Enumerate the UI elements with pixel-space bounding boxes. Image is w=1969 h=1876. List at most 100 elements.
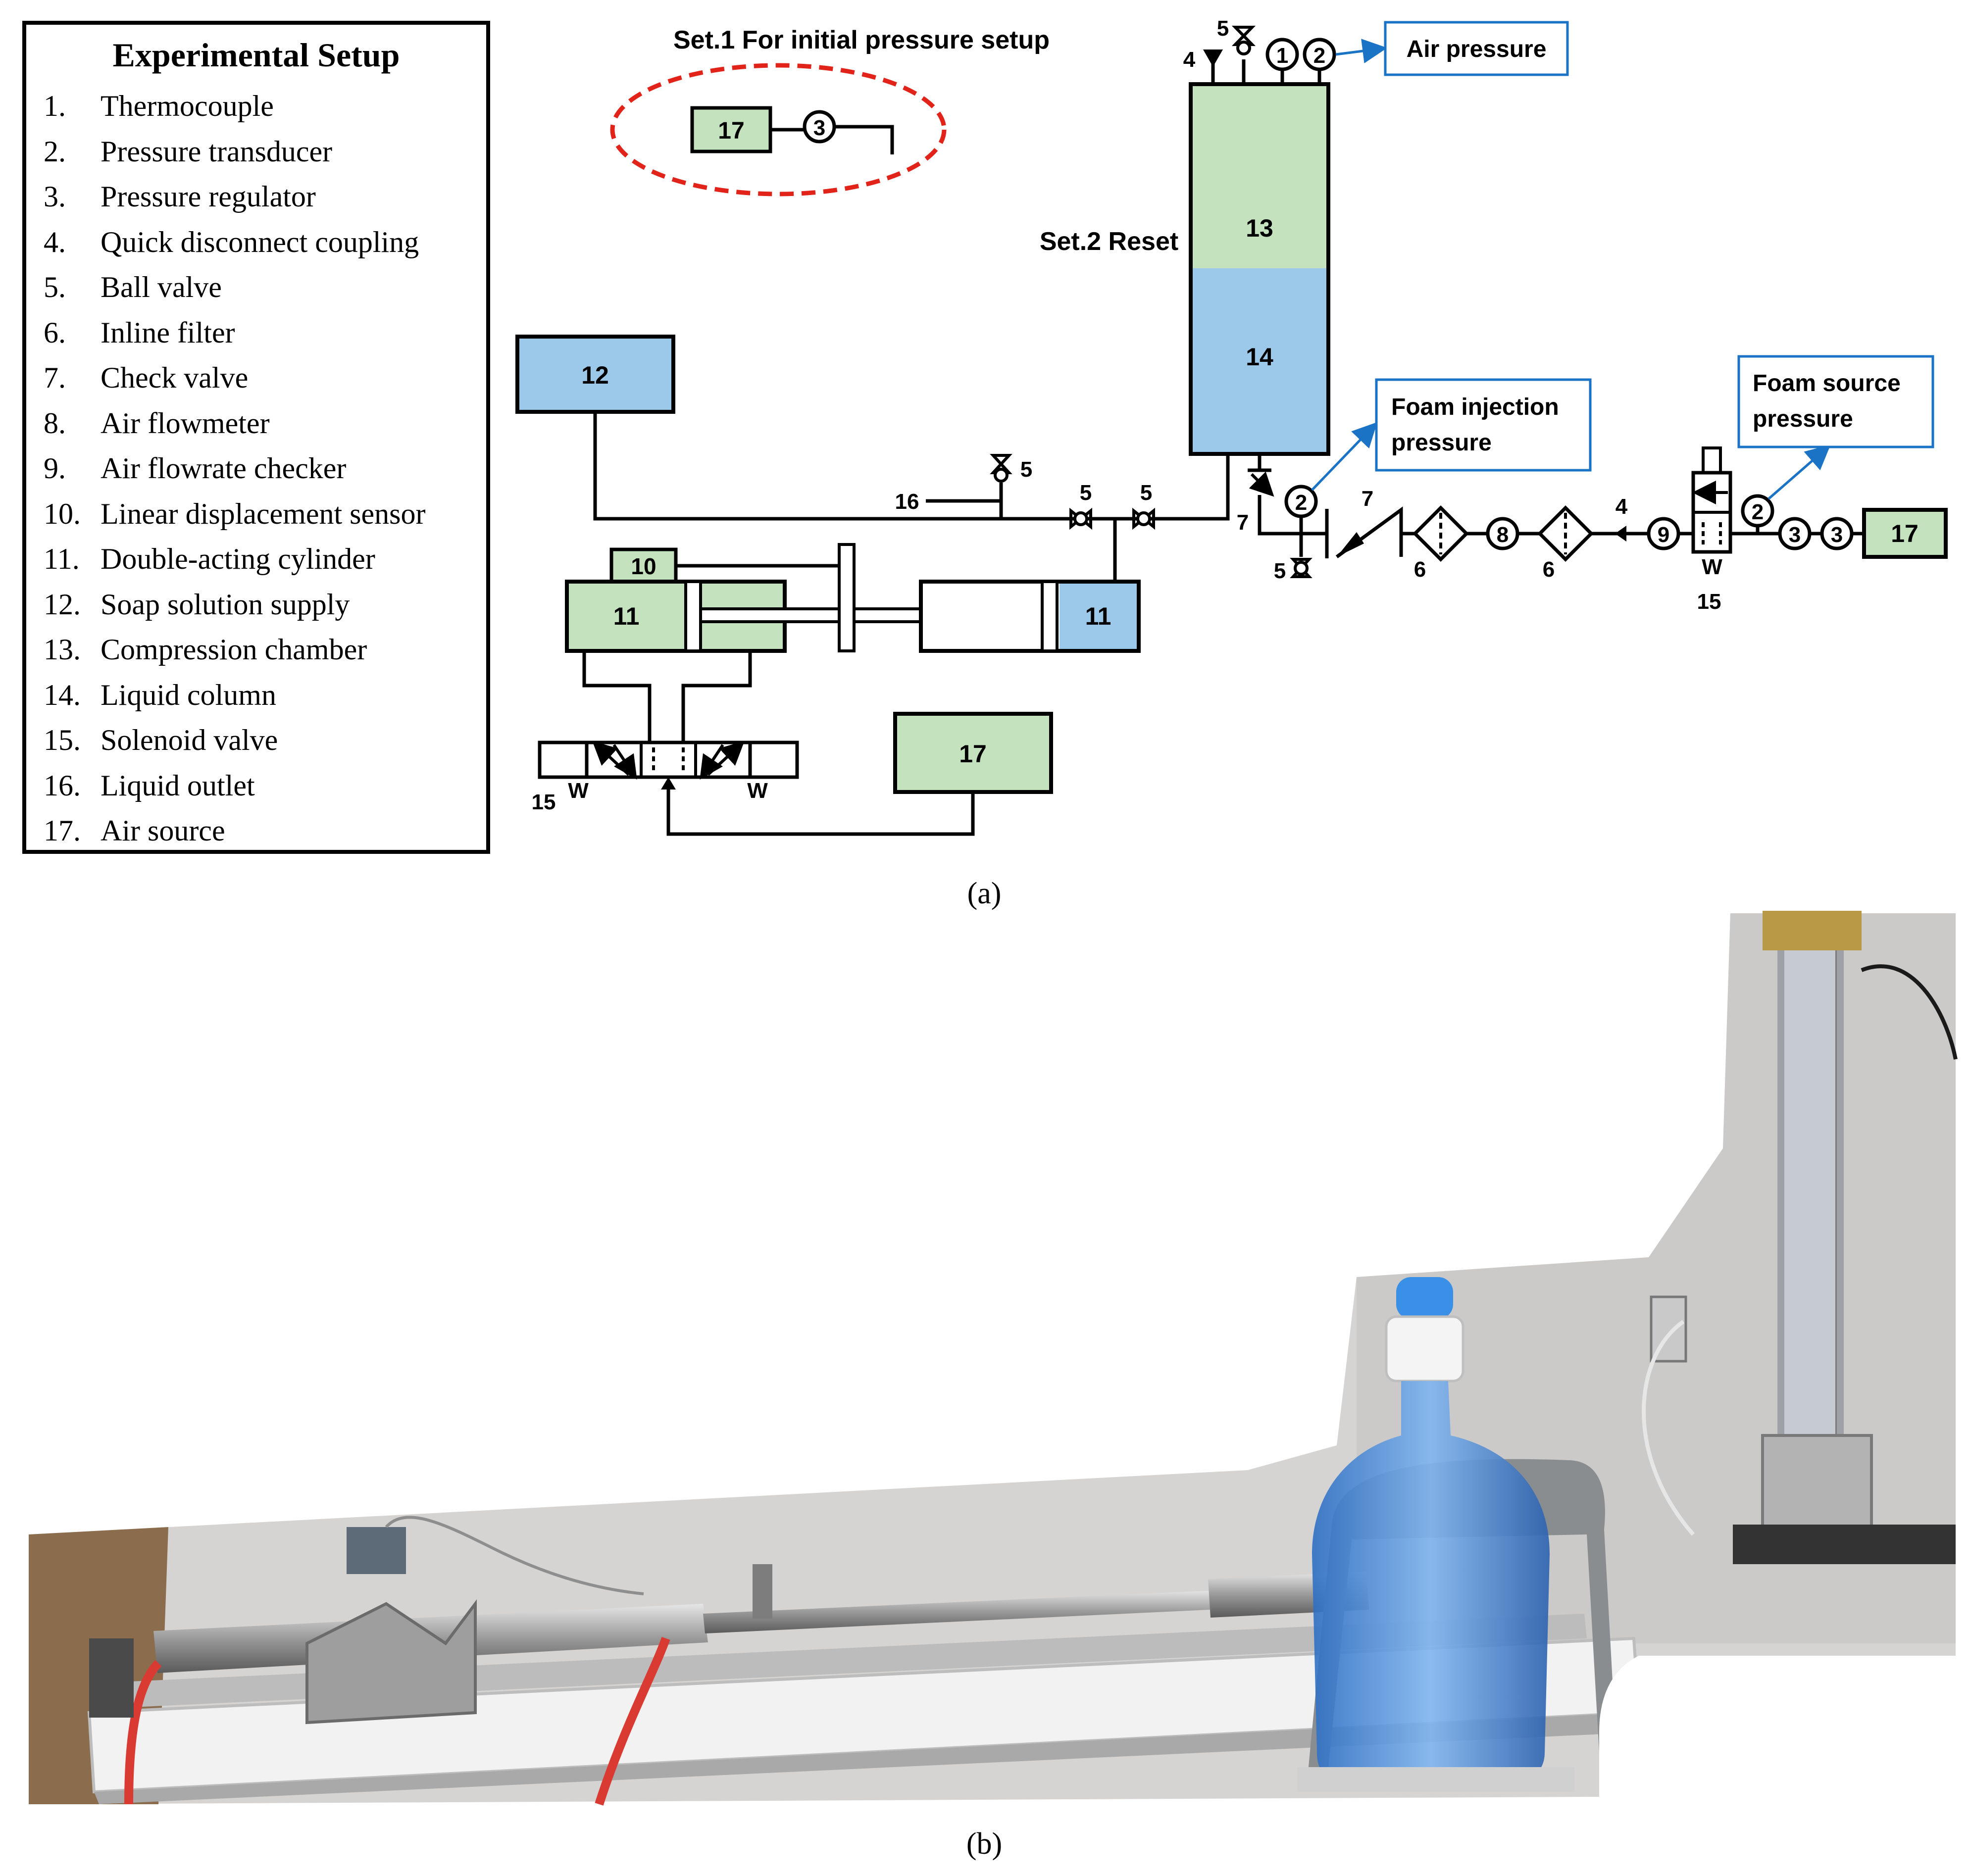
air-flowmeter-label: 8 bbox=[1497, 523, 1509, 547]
legend-item-label: Quick disconnect coupling bbox=[101, 225, 419, 258]
liquid-column bbox=[1191, 268, 1328, 454]
pressure-port-arrow bbox=[661, 777, 676, 790]
air-source-box-right bbox=[1862, 508, 1948, 559]
legend-item: 16. Liquid outlet bbox=[44, 769, 255, 808]
piston-rod bbox=[699, 607, 930, 623]
foam-source-callout-box bbox=[1737, 355, 1934, 448]
legend-item-label: Inline filter bbox=[101, 316, 235, 349]
pipe bbox=[582, 651, 652, 742]
piston bbox=[1041, 580, 1059, 652]
legend-item-label: Solenoid valve bbox=[101, 724, 278, 756]
air-source-box bbox=[893, 712, 1053, 794]
legend-item-label: Air flowrate checker bbox=[101, 452, 347, 485]
callout-arrow bbox=[1311, 422, 1377, 491]
set1-regulator-label: 3 bbox=[813, 116, 825, 140]
air-pressure-callout-box bbox=[1384, 21, 1569, 76]
ball-valve-label: 5 bbox=[1217, 16, 1229, 41]
set1-air-source-box bbox=[690, 106, 772, 153]
compression-chamber bbox=[1191, 84, 1328, 268]
compression-chamber-label: 13 bbox=[1246, 214, 1273, 242]
legend-item-number: 1. bbox=[44, 90, 66, 122]
displacement-sensor bbox=[609, 547, 678, 584]
legend-item-number: 2. bbox=[44, 135, 66, 168]
legend-item-label: Compression chamber bbox=[101, 633, 367, 666]
legend-item-number: 13. bbox=[44, 633, 81, 666]
solenoid-valve-label: 15 bbox=[1697, 590, 1721, 614]
ball-valve-symbol bbox=[1231, 26, 1256, 46]
inline-filter-label: 6 bbox=[1543, 557, 1555, 582]
legend-item-number: 16. bbox=[44, 769, 81, 802]
legend-item-label: Air flowmeter bbox=[101, 406, 270, 440]
thermocouple-symbol bbox=[1265, 38, 1299, 71]
foam-source-callout-line2: pressure bbox=[1753, 406, 1853, 432]
legend-box: Experimental Setup 1. Thermocouple 2. Press… bbox=[22, 21, 490, 854]
sensor-cable bbox=[385, 1516, 644, 1595]
legend-item-number: 10. bbox=[44, 497, 81, 530]
legend-item: 14.Liquid column bbox=[44, 678, 276, 718]
spring-symbol: W bbox=[1702, 555, 1722, 579]
tubing bbox=[1642, 1320, 1695, 1536]
pressure-transducer-symbol bbox=[1741, 494, 1774, 528]
legend-item-label: Pressure transducer bbox=[101, 135, 333, 168]
sensor-mount bbox=[347, 1527, 406, 1574]
black-cable bbox=[1861, 964, 1958, 1060]
jug-stand-tray bbox=[1297, 1767, 1574, 1792]
ball-valve-knob bbox=[1136, 511, 1151, 526]
quick-disconnect-label: 4 bbox=[1616, 494, 1628, 519]
lab-counter bbox=[1733, 1525, 1956, 1564]
legend-item: 15.Solenoid valve bbox=[44, 723, 278, 763]
legend-title: Experimental Setup bbox=[112, 36, 400, 74]
legend-item: 6. Inline filter bbox=[44, 316, 235, 355]
compression-column-photo bbox=[1781, 939, 1838, 1477]
soap-solution-supply bbox=[515, 335, 675, 414]
legend-item-label: Liquid outlet bbox=[101, 769, 255, 802]
coupling-plate bbox=[838, 543, 856, 652]
legend-item: 12.Soap solution supply bbox=[44, 588, 350, 627]
pressure-transducer-label: 2 bbox=[1295, 491, 1307, 515]
check-valve-arrowhead bbox=[1337, 532, 1364, 557]
inline-filter-label: 6 bbox=[1414, 557, 1426, 582]
cylinder-right-label: 11 bbox=[1085, 602, 1111, 630]
piston bbox=[684, 580, 702, 652]
legend-item: 10. Linear displacement sensor bbox=[44, 497, 425, 537]
air-source-label: 17 bbox=[959, 740, 987, 768]
legend-item-label: Liquid column bbox=[101, 678, 276, 711]
legend-item-label: Ball valve bbox=[101, 271, 222, 303]
pressure-transducer-label: 2 bbox=[1313, 44, 1325, 68]
ball-valve-label: 5 bbox=[1080, 481, 1092, 505]
pipe bbox=[681, 651, 752, 742]
column-rod bbox=[1837, 940, 1844, 1510]
water-jug bbox=[1312, 1381, 1550, 1792]
ball-valve-knob bbox=[1236, 41, 1251, 55]
legend-item-label: Linear displacement sensor bbox=[101, 497, 426, 530]
set1-label: Set.1 For initial pressure setup bbox=[673, 26, 1050, 54]
solenoid-actuator-right bbox=[748, 741, 799, 779]
legend-item: 1. Thermocouple bbox=[44, 89, 274, 129]
set2-label: Set.2 Reset bbox=[1040, 227, 1178, 256]
spring-symbol-left: W bbox=[568, 779, 589, 803]
pressure-transducer-label: 2 bbox=[1752, 500, 1764, 524]
legend-item: 4.Quick disconnect coupling bbox=[44, 225, 419, 265]
pipe bbox=[1258, 495, 1327, 536]
legend-item-label: Double-acting cylinder bbox=[101, 543, 375, 575]
jug-pump-body bbox=[1385, 1315, 1464, 1382]
thermocouple-label: 1 bbox=[1276, 44, 1288, 68]
legend-item-number: 9. bbox=[44, 452, 66, 485]
legend-item: 2. Pressure transducer bbox=[44, 135, 332, 174]
soap-solution-supply-label: 12 bbox=[581, 361, 609, 389]
check-valve-label: 7 bbox=[1362, 487, 1373, 511]
photo-cutout bbox=[1599, 1656, 1956, 1827]
ball-valve-label: 5 bbox=[1140, 481, 1152, 505]
foam-injection-callout-line1: Foam injection bbox=[1391, 394, 1559, 420]
schematic-diagram: Set.1 For initial pressure setup 17 3 13… bbox=[515, 16, 1948, 910]
legend-item-label: Check valve bbox=[101, 361, 249, 394]
legend-item-label: Thermocouple bbox=[101, 90, 274, 122]
air-pressure-callout-text: Air pressure bbox=[1407, 36, 1547, 62]
displacement-sensor-label: 10 bbox=[631, 553, 656, 579]
pressure-transducer-symbol bbox=[1284, 485, 1318, 518]
legend-item-label: Air source bbox=[101, 814, 225, 847]
solenoid-valve-label: 15 bbox=[532, 790, 556, 814]
legend-item-number: 6. bbox=[44, 316, 66, 349]
red-hose bbox=[595, 1636, 670, 1806]
